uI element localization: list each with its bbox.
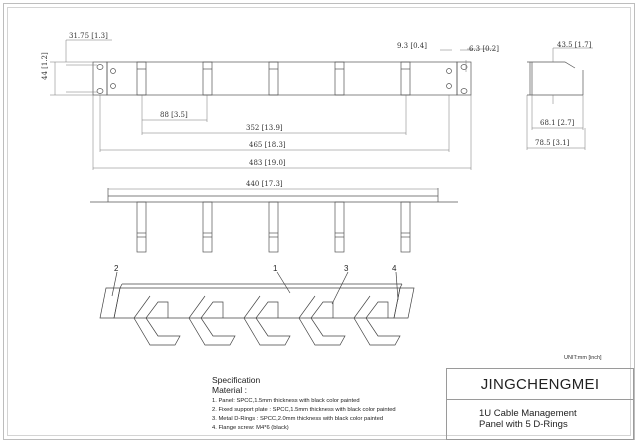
spec-item: 3. Metal D-Rings : SPCC,2.0mm thickness …: [212, 416, 384, 422]
outer-border: [3, 3, 635, 440]
isometric-view: [99, 271, 415, 346]
dim-slot-width: 9.3 [0.4]: [397, 42, 427, 50]
dim-height: 44 [1.2]: [41, 52, 49, 80]
product-description: 1U Cable Management Panel with 5 D-Rings: [447, 400, 633, 430]
callout-1: 1: [273, 264, 278, 273]
dim-flange-depth: 43.5 [1.7]: [557, 41, 592, 49]
callout-4: 4: [392, 264, 397, 273]
spec-heading: Specification: [212, 375, 261, 385]
dim-hole-center-width: 465 [18.3]: [249, 141, 286, 149]
inner-border: [7, 7, 631, 436]
dim-overall-depth: 78.5 [3.1]: [535, 139, 570, 147]
spec-item: 4. Flange screw: M4*6 (black): [212, 425, 289, 431]
callout-3: 3: [344, 264, 349, 273]
dim-ring-pitch: 88 [3.5]: [160, 111, 188, 119]
spec-material-label: Material :: [212, 385, 247, 395]
dim-overall-width: 483 [19.0]: [249, 159, 286, 167]
top-view: [90, 188, 458, 253]
specification-block: Specification Material : 1. Panel: SPCC,…: [212, 375, 396, 433]
spec-list: 1. Panel: SPCC,1.5mm thickness with blac…: [212, 397, 396, 433]
spec-item: 1. Panel: SPCC,1.5mm thickness with blac…: [212, 398, 360, 404]
description-line-2: Panel with 5 D-Rings: [479, 419, 568, 430]
dim-panel-inner-width: 440 [17.3]: [246, 180, 283, 188]
dim-ring-depth: 68.1 [2.7]: [540, 119, 575, 127]
side-view: [527, 61, 584, 96]
dim-ring-span: 352 [13.9]: [246, 124, 283, 132]
front-view-panel: [92, 61, 472, 96]
dim-slot-height: 6.3 [0.2]: [469, 45, 499, 53]
title-block: JINGCHENGMEI 1U Cable Management Panel w…: [446, 368, 634, 440]
brand-name: JINGCHENGMEI: [447, 369, 633, 400]
dim-hole-offset: 31.75 [1.3]: [69, 32, 108, 40]
description-line-1: 1U Cable Management: [479, 408, 577, 419]
callout-2: 2: [114, 264, 119, 273]
spec-item: 2. Fixed support plate : SPCC,1.5mm thic…: [212, 407, 396, 413]
unit-note: UNIT:mm [inch]: [564, 355, 602, 361]
